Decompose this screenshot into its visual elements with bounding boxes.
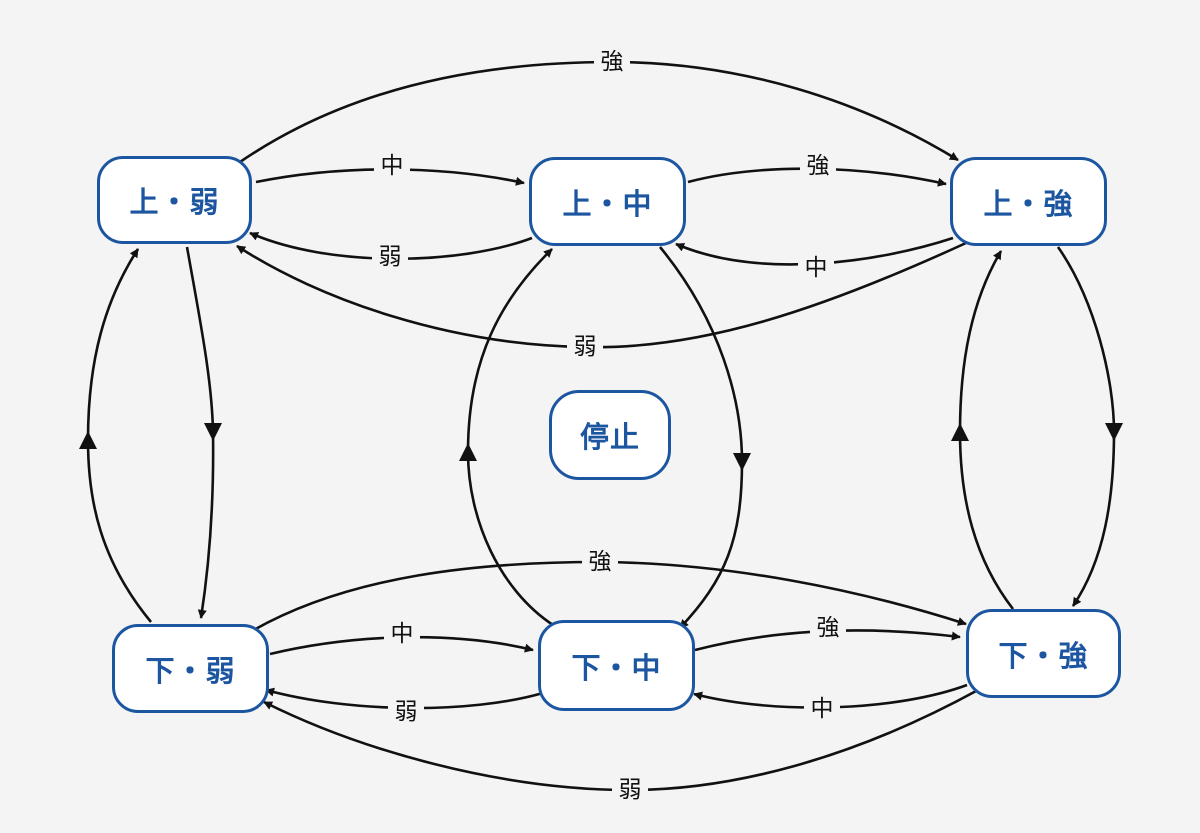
edge-dn-mid-to-dn-weak: 弱	[265, 687, 544, 728]
node-down-strong[interactable]: 下・強	[966, 609, 1121, 698]
edge-dn-weak-to-up-weak	[79, 248, 153, 623]
node-up-mid[interactable]: 上・中	[529, 157, 686, 246]
node-down-weak[interactable]: 下・弱	[112, 624, 269, 713]
edge-dn-weak-to-dn-strong: 強	[251, 546, 967, 633]
edge-up-strong-to-dn-strong	[1056, 246, 1123, 607]
edge-label: 中	[381, 153, 404, 179]
direction-arrow-icon	[204, 423, 222, 441]
edge-up-mid-to-dn-mid	[658, 246, 751, 629]
edge-up-weak-to-dn-weak	[185, 246, 222, 619]
edge-up-mid-to-up-weak: 弱	[249, 231, 533, 273]
direction-arrow-icon	[459, 443, 477, 461]
edge-up-strong-to-up-weak: 弱	[236, 241, 967, 363]
direction-arrow-icon	[951, 423, 969, 441]
edge-dn-strong-to-dn-mid: 中	[693, 683, 968, 725]
edge-dn-weak-to-dn-mid: 中	[269, 618, 534, 656]
node-up-weak[interactable]: 上・弱	[97, 156, 252, 244]
edge-label: 弱	[379, 244, 402, 270]
edge-line	[86, 248, 153, 623]
node-stop[interactable]: 停止	[549, 390, 671, 480]
node-up-strong[interactable]: 上・強	[950, 157, 1107, 246]
direction-arrow-icon	[733, 453, 751, 471]
edge-up-weak-to-up-mid: 中	[255, 150, 525, 186]
edge-line	[958, 250, 1015, 610]
edge-label: 強	[601, 49, 624, 75]
direction-arrow-icon	[79, 431, 97, 449]
edge-line	[1056, 246, 1116, 607]
edge-label: 中	[805, 255, 828, 281]
edge-label: 弱	[619, 777, 642, 803]
edge-label: 強	[589, 549, 612, 575]
edge-dn-strong-to-up-strong	[951, 250, 1015, 610]
edge-up-strong-to-up-mid: 中	[675, 236, 954, 284]
direction-arrow-icon	[1105, 423, 1123, 441]
edge-label: 中	[811, 696, 834, 722]
edge-dn-strong-to-dn-weak: 弱	[263, 688, 979, 806]
edge-label: 中	[391, 621, 414, 647]
node-down-mid[interactable]: 下・中	[538, 620, 695, 711]
edge-dn-mid-to-up-mid	[459, 248, 554, 627]
edge-up-weak-to-up-strong: 強	[239, 46, 959, 164]
edge-label: 強	[817, 615, 840, 641]
edge-up-mid-to-up-strong: 強	[687, 150, 947, 187]
edge-line	[466, 248, 554, 627]
edge-label: 弱	[574, 334, 597, 360]
edge-dn-mid-to-dn-strong: 強	[694, 612, 961, 652]
edge-label: 強	[807, 153, 830, 179]
edge-label: 弱	[395, 699, 418, 725]
